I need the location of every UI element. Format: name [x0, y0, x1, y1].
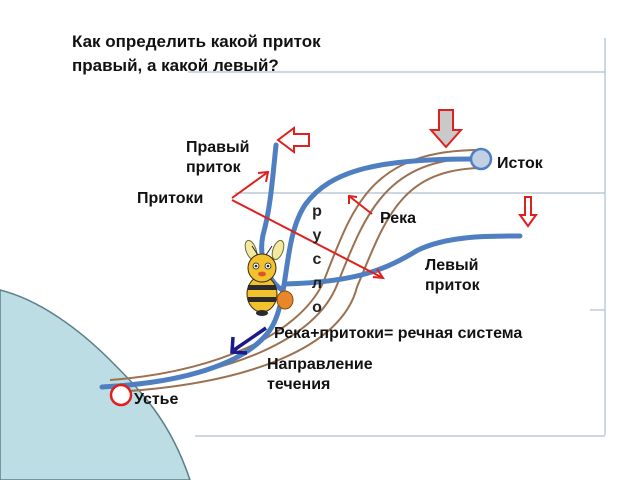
flow-direction-arrow — [230, 326, 267, 355]
tributaries-label: Притоки — [137, 190, 204, 207]
tributaries-pointer — [231, 171, 269, 199]
riverbed-letter: р — [312, 203, 322, 220]
main-river — [99, 156, 483, 390]
left-arrow-icon — [276, 126, 310, 154]
arrow-head — [257, 170, 270, 183]
mouth-label: Устье — [134, 391, 179, 408]
river-pointer — [348, 195, 373, 215]
arrow-head — [348, 194, 358, 204]
down-arrow-icon — [428, 109, 464, 149]
left-tributary — [282, 233, 523, 287]
riverbed-vertical-label: р у с л о — [308, 200, 326, 320]
down-arrow-icon — [518, 196, 538, 228]
river-system-label: Река+притоки= речная система — [274, 325, 523, 342]
bee-character-icon — [244, 239, 294, 316]
page-title: Как определить какой приток правый, а ка… — [72, 32, 321, 75]
riverbed-letter: о — [312, 299, 322, 316]
riverbed-letter: с — [312, 251, 322, 268]
riverbed-letter: л — [311, 275, 323, 292]
river-label: Река — [380, 210, 417, 227]
source-point — [469, 147, 493, 171]
flow-direction-label: Направление течения — [267, 356, 373, 393]
right-tributary-label: Правый приток — [186, 139, 250, 176]
sea-area — [0, 289, 191, 480]
left-tributary-label: Левый приток — [425, 257, 480, 294]
tributaries-pointer — [231, 199, 384, 279]
arrow-head — [372, 268, 386, 280]
source-label: Исток — [497, 155, 543, 172]
riverbed-letter: у — [312, 227, 322, 244]
river-bank-line — [114, 167, 481, 393]
mouth-point — [109, 383, 133, 407]
